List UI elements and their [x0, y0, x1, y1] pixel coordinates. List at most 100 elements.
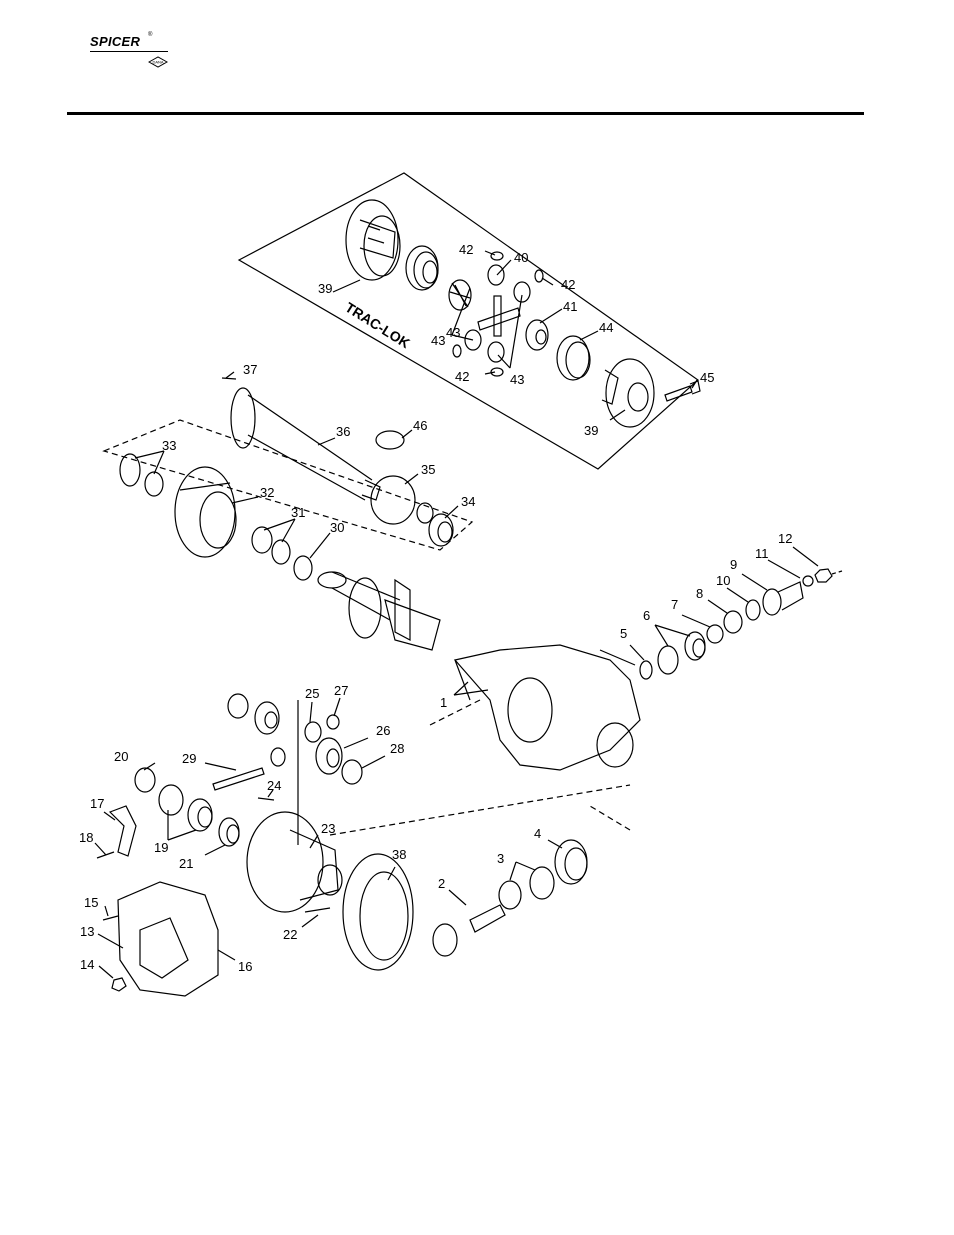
axle-bearing-outer [429, 514, 453, 546]
trac-cross-shaft [478, 296, 520, 336]
callout-20: 20 [114, 749, 128, 764]
callout-33: 33 [162, 438, 176, 453]
diff-pinion-shaft [213, 768, 264, 790]
inner-pinion-bearing [499, 867, 554, 909]
ring-gear [343, 854, 413, 970]
callout-38: 38 [392, 847, 406, 862]
callout-8: 8 [696, 586, 703, 601]
callout-42-top: 42 [459, 242, 473, 257]
callout-23: 23 [321, 821, 335, 836]
callout-43-mid: 43 [446, 325, 460, 340]
leader-16 [218, 950, 235, 960]
pinion-bearing-cup [658, 646, 678, 674]
cover-bolt [103, 916, 118, 920]
leader-46 [402, 430, 412, 438]
leader-21 [205, 845, 225, 855]
leader-26 [344, 738, 368, 748]
hub-seal [294, 556, 312, 580]
trac-pinion-top [488, 265, 504, 285]
callout-41: 41 [563, 299, 577, 314]
case-pin [305, 908, 330, 912]
leader-15 [105, 906, 108, 916]
callout-13: 13 [80, 924, 94, 939]
axle-bolt [222, 378, 236, 379]
wheel-hub [175, 467, 236, 557]
dash-line-3 [590, 806, 630, 830]
callout-10: 10 [716, 573, 730, 588]
leader-7 [682, 615, 710, 627]
pinion-bearing [685, 632, 705, 660]
leader-14 [99, 966, 113, 978]
trac-pinion-right [514, 282, 530, 302]
callout-14: 14 [80, 957, 94, 972]
leader-41 [540, 309, 562, 323]
callout-29: 29 [182, 751, 196, 766]
callout-26: 26 [376, 723, 390, 738]
callout-17: 17 [90, 796, 104, 811]
leader-28 [362, 756, 385, 768]
axle-shaft [231, 388, 380, 500]
callout-43-left: 43 [431, 333, 445, 348]
leader-11 [768, 560, 800, 578]
collapsible-spacer [640, 661, 652, 679]
hub-bearing-33 [120, 454, 163, 496]
callout-44: 44 [599, 320, 613, 335]
callout-34: 34 [461, 494, 475, 509]
carrier-shim [135, 768, 155, 792]
diff-side-gear-right [316, 738, 342, 774]
callout-11: 11 [755, 546, 769, 561]
callout-32: 32 [260, 485, 274, 500]
callout-16: 16 [238, 959, 252, 974]
carrier-bearing [188, 799, 212, 831]
callout-25: 25 [305, 686, 319, 701]
dash-line-2 [430, 700, 480, 725]
carrier-bearing-cup [159, 785, 183, 815]
leader-42c [485, 372, 495, 374]
fill-plug [112, 978, 126, 991]
callout-21: 21 [179, 856, 193, 871]
leader-32 [232, 497, 258, 503]
callout-9: 9 [730, 557, 737, 572]
callout-12: 12 [778, 531, 792, 546]
leader-8 [708, 600, 727, 613]
diff-thrust-washer-left [228, 694, 248, 718]
callout-3: 3 [497, 851, 504, 866]
trac-lok-label: TRAC-LOK [342, 299, 412, 351]
leader-12 [793, 547, 818, 566]
trac-washer-right [535, 270, 543, 282]
pinion-slinger [707, 625, 723, 643]
trac-washer-top [491, 252, 503, 260]
leader-44 [580, 331, 598, 340]
leader-30 [310, 533, 330, 558]
callout-1: 1 [440, 695, 447, 710]
callout-39-lower: 39 [584, 423, 598, 438]
callout-15: 15 [84, 895, 98, 910]
axle-tube-spindle [318, 572, 440, 650]
callout-5: 5 [620, 626, 627, 641]
leader-39a [333, 280, 360, 292]
trac-lok-case-half-lower [602, 359, 654, 427]
trac-clutch-pack-right [557, 336, 590, 380]
dash-line-1 [330, 785, 630, 835]
callout-4: 4 [534, 826, 541, 841]
trac-lok-frame [239, 173, 698, 469]
hub-bearing-31a [252, 527, 272, 553]
diff-pinion-gear-bottom [271, 748, 285, 766]
diff-pinion-gear-top [305, 722, 321, 742]
callout-46: 46 [413, 418, 427, 433]
leader-10 [727, 588, 748, 602]
callout-31: 31 [291, 505, 305, 520]
leader-9 [742, 574, 767, 590]
pinion-yoke [763, 582, 803, 615]
leader-29 [205, 763, 236, 770]
callout-22: 22 [283, 927, 297, 942]
lock-screw [258, 798, 274, 800]
axle-housing [455, 645, 640, 770]
callout-36: 36 [336, 424, 350, 439]
callout-37: 37 [243, 362, 257, 377]
callout-42-bottom: 42 [455, 369, 469, 384]
trac-side-gear-right [526, 320, 548, 350]
leader-1 [454, 682, 488, 695]
bearing-cap [110, 806, 136, 856]
callout-19: 19 [154, 840, 168, 855]
